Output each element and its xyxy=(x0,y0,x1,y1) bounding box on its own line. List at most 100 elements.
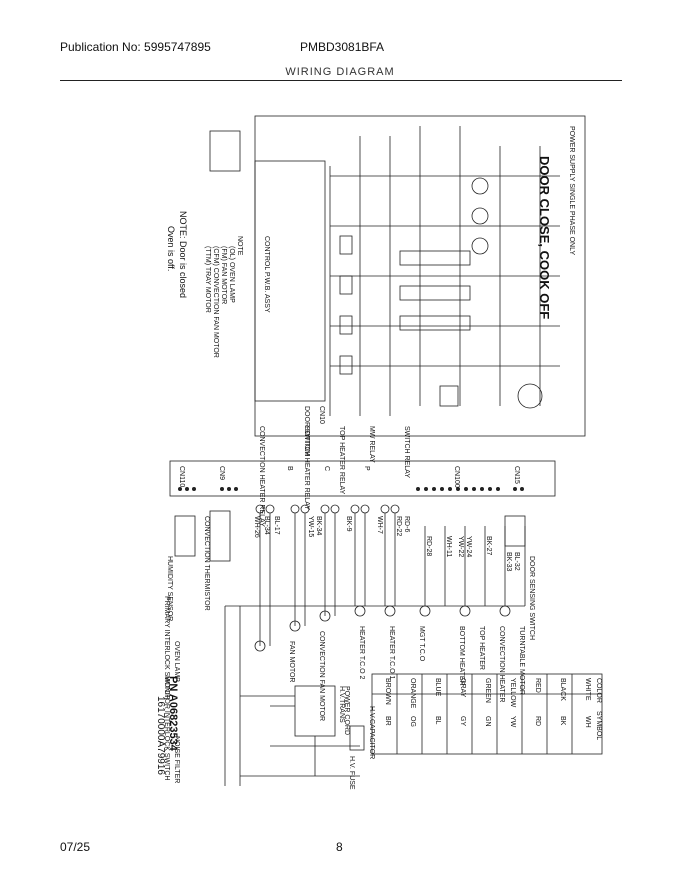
legend-item-3: (CFM) CONVECTION FAN MOTOR xyxy=(212,246,219,358)
page-number: 8 xyxy=(336,840,343,854)
color-table-cell: BL xyxy=(434,716,441,725)
top-heater-element xyxy=(399,285,471,301)
wire-code: YW-15 xyxy=(307,516,314,537)
component-monitor-interlock: MONITOR INTERLOCK SWITCH xyxy=(163,676,170,780)
convection-thermistor-label: CONVECTION THERMISTOR xyxy=(203,516,210,611)
wire-code: WH-11 xyxy=(445,536,452,557)
wire-code: WH-26 xyxy=(253,516,260,538)
relay-switch: SWITCH RELAY xyxy=(403,426,410,478)
door-switch-label: DOOR SWITCH xyxy=(303,406,310,457)
color-table: COLOR SYMBOL WHITE WH BLACK BK RED RD YELLOW YW GR… xyxy=(384,678,602,740)
connector-cn110: CN110 xyxy=(178,466,185,487)
component-convection-heater: CONVECTION HEATER xyxy=(498,626,505,703)
color-table-cell: WHITE xyxy=(584,678,591,701)
convection-heater-element xyxy=(399,250,471,266)
connector-cn100: CN100 xyxy=(453,466,460,488)
component-power-cord: POWER CORD xyxy=(343,686,350,735)
color-table-cell: BLUE xyxy=(434,678,441,697)
connector-b: B xyxy=(286,466,293,471)
color-table-cell: WH xyxy=(584,716,591,728)
connector-cn10: CN10 xyxy=(318,406,325,424)
color-table-frame xyxy=(371,673,603,755)
color-table-cell: GY xyxy=(459,716,466,726)
bottom-heater-element xyxy=(399,315,471,331)
color-table-cell: YELLOW xyxy=(509,678,516,708)
component-oven-lamp: OVEN LAMP xyxy=(173,641,180,682)
connector-p: P xyxy=(363,466,370,471)
color-table-header: COLOR xyxy=(595,678,602,703)
wire-code: BL-34 xyxy=(263,516,270,535)
humidity-sensor-label: HUMIDITY SENSOR xyxy=(166,556,173,621)
connector-cn9: CN9 xyxy=(218,466,225,480)
component-top-heater: TOP HEATER xyxy=(478,626,485,670)
legend-item-2: (FM) FAN MOTOR xyxy=(220,246,227,304)
power-supply-label: POWER SUPPLY SINGLE PHASE ONLY xyxy=(568,126,575,255)
color-table-cell: RD xyxy=(534,716,541,726)
header-rule xyxy=(60,80,622,81)
note-heading: NOTE xyxy=(236,236,243,256)
color-table-cell: BROWN xyxy=(384,678,391,705)
wire-code: YW-24 xyxy=(465,536,472,557)
color-table-cell: BR xyxy=(384,716,391,726)
component-primary-interlock: PRIMARY INTERLOCK SWITCH xyxy=(163,596,170,699)
wire-code: YW-22 xyxy=(457,536,464,557)
footer-date: 07/25 xyxy=(60,840,91,854)
control-pwb-box xyxy=(254,160,326,402)
relay-mw: MW RELAY xyxy=(368,426,375,463)
color-table-cell: YW xyxy=(509,716,516,728)
wire-code: BK-33 xyxy=(505,552,512,572)
relay-convection-heater: CONVECTION HEATER RELAY xyxy=(258,426,265,527)
connector-cn15: CN15 xyxy=(513,466,520,484)
relay-bottom-heater: BOTTOM HEATER RELAY xyxy=(303,426,310,510)
component-heater-tco2: HEATER T.C.O 2 xyxy=(358,626,365,680)
pn-label: PN A06823534 xyxy=(167,676,179,752)
component-convection-fan-motor: CONVECTION FAN MOTOR xyxy=(318,631,325,721)
convection-thermistor-symbol xyxy=(209,510,231,562)
hv-transformer-label: H.V.TRANS xyxy=(338,686,345,723)
connector-c: C xyxy=(323,466,330,471)
wire-code: BL-32 xyxy=(513,552,520,571)
relay-top-heater: TOP HEATER RELAY xyxy=(338,426,345,495)
color-table-cell: ORANGE xyxy=(409,678,416,709)
wiring-diagram: DOOR CLOSE, COOK OFF NOTE: Door is close… xyxy=(155,115,603,790)
legend-item-4: (TTM) TRAY MOTOR xyxy=(204,246,211,313)
component-heater-tco1: HEATER T.C.O 1 xyxy=(388,626,395,680)
note-line-2: Oven is off. xyxy=(166,226,176,271)
hv-fuse-label: H.V. FUSE xyxy=(348,756,355,790)
color-table-header: SYMBOL xyxy=(595,711,602,740)
color-table-cell: OG xyxy=(409,716,416,727)
component-noise-filter: NOISE FILTER xyxy=(173,736,180,783)
wire-code: BK-9 xyxy=(345,516,352,532)
connector-block xyxy=(169,460,556,497)
wire-code: BL-17 xyxy=(273,516,280,535)
wire-code: BK-34 xyxy=(315,516,322,536)
publication-number: Publication No: 5995747895 xyxy=(60,40,211,54)
hv-capacitor-label: H.V.CAPACITOR xyxy=(368,706,375,759)
component-bottom-heater: BOTTOM HEATER xyxy=(458,626,465,686)
wire-code: RD-6 xyxy=(403,516,410,532)
color-table-cell: GREEN xyxy=(484,678,491,703)
component-mgt-tco: MGT T.C.O xyxy=(418,626,425,662)
note-line-1: NOTE: Door is closed xyxy=(178,211,188,298)
legend-item-1: (OL) OVEN LAMP xyxy=(228,246,235,303)
state-title: DOOR CLOSE, COOK OFF xyxy=(537,156,552,319)
color-table-cell: RED xyxy=(534,678,541,693)
fan-motor-symbol xyxy=(517,383,543,409)
wire-code: RD-28 xyxy=(425,536,432,556)
control-pwb-label: CONTROL P.W.B. ASSY xyxy=(263,236,270,313)
color-table-cell: BLACK xyxy=(559,678,566,701)
color-table-cell: GN xyxy=(484,716,491,727)
model-number: PMBD3081BFA xyxy=(300,40,385,54)
hv-transformer-symbol xyxy=(294,685,336,737)
page-title: WIRING DIAGRAM xyxy=(285,66,395,78)
color-table-cell: BK xyxy=(559,716,566,726)
humidity-sensor-symbol xyxy=(174,515,196,557)
wire-code: RD-22 xyxy=(395,516,402,536)
pn2-label: 16170000A79916 xyxy=(155,696,166,775)
color-table-cell: GRAY xyxy=(459,678,466,698)
component-fan-motor: FAN MOTOR xyxy=(288,641,295,682)
component-turntable-motor: TURNTABLE MOTOR xyxy=(518,626,525,695)
wire-code: WH-7 xyxy=(376,516,383,534)
door-sensing-label: DOOR SENSING SWITCH xyxy=(528,556,535,640)
wire-code: BK-27 xyxy=(485,536,492,556)
